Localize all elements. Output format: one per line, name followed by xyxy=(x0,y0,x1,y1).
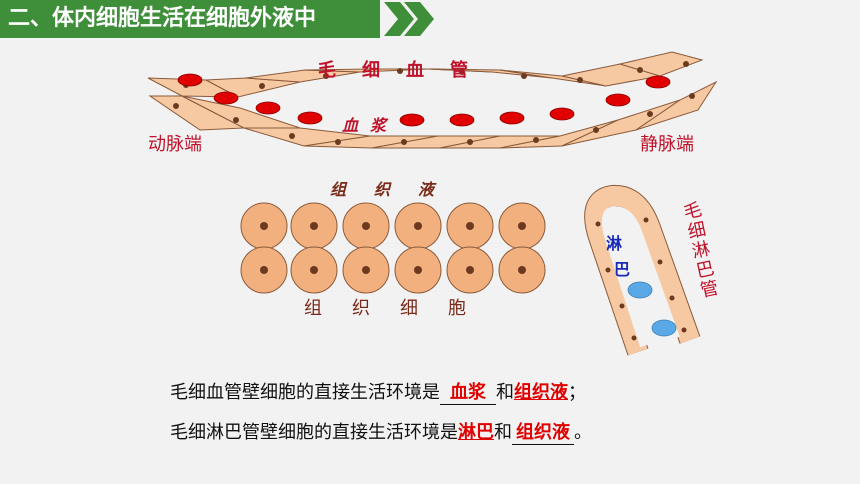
statement-1-prefix: 毛细血管壁细胞的直接生活环境是 xyxy=(170,382,440,403)
section-title: 二、体内细胞生活在细胞外液中 xyxy=(8,6,317,31)
tissue-cells-label: 组 织 细 胞 xyxy=(304,298,472,319)
statement-1-blank-1: 血浆 xyxy=(440,378,496,405)
arterial-end-label: 动脉端 xyxy=(148,134,202,155)
statement-2-end: 。 xyxy=(574,422,592,443)
lymph-label-1: 淋 xyxy=(606,234,623,253)
statement-2-mid: 和 xyxy=(494,422,512,443)
statement-2-prefix: 毛细淋巴管壁细胞的直接生活环境是 xyxy=(170,422,458,443)
statement-1-answer-2: 组织液 xyxy=(514,382,568,403)
section-header: 二、体内细胞生活在细胞外液中 xyxy=(0,0,380,38)
tissue-fluid-label: 组 织 液 xyxy=(330,180,441,199)
lymph-label-2: 巴 xyxy=(614,260,631,279)
wall-nuclei xyxy=(173,61,695,145)
plasma-label: 血浆 xyxy=(342,116,399,135)
statement-lymph-capillary: 毛细淋巴管壁细胞的直接生活环境是淋巴和组织液。 xyxy=(170,418,592,445)
statement-1-end: ； xyxy=(568,382,586,403)
lymph-blobs xyxy=(627,281,677,337)
statement-blood-capillary: 毛细血管壁细胞的直接生活环境是血浆和组织液； xyxy=(170,378,586,405)
venous-end-label: 静脉端 xyxy=(640,134,694,155)
chevron-arrows-icon xyxy=(384,2,434,36)
statement-2-answer-2: 组织液 xyxy=(516,422,570,443)
tissue-cells xyxy=(240,202,546,294)
lymph-wall-nuclei xyxy=(595,217,687,341)
statement-1-mid: 和 xyxy=(496,382,514,403)
statement-2-answer-1: 淋巴 xyxy=(458,422,494,443)
capillary-title: 毛 细 血 管 xyxy=(318,60,472,81)
statement-1-answer-1: 血浆 xyxy=(450,382,486,403)
tissue-cell-nuclei xyxy=(260,222,526,274)
red-blood-cells xyxy=(177,73,671,127)
statement-2-blank-2: 组织液 xyxy=(512,418,574,445)
